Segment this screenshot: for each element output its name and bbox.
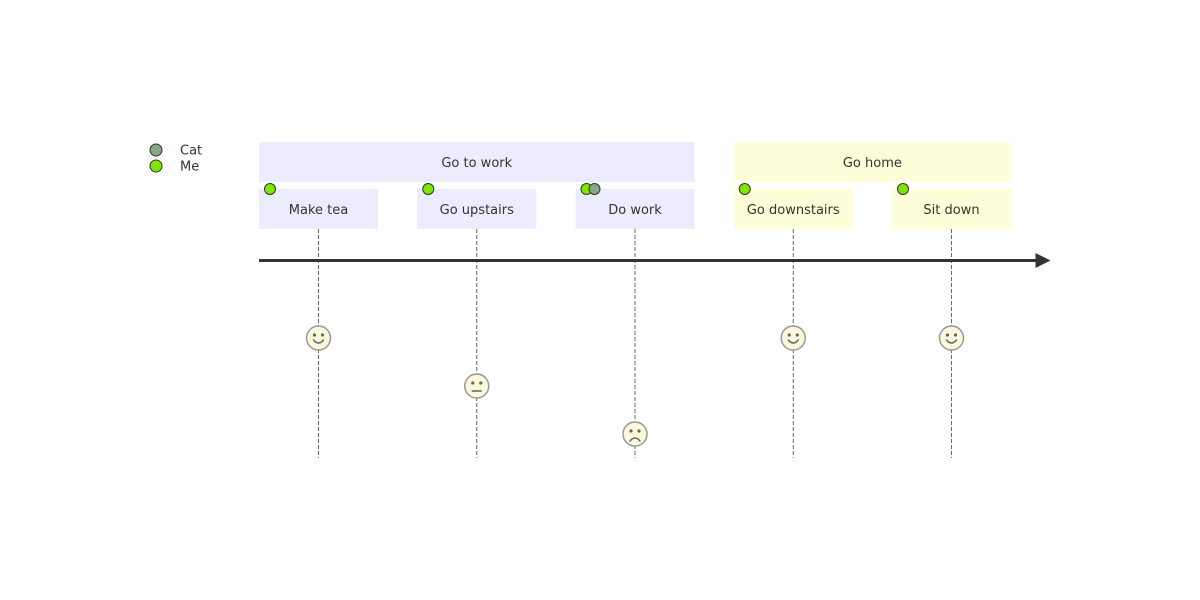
- face-outline: [464, 373, 490, 399]
- section-title: Go to work: [441, 156, 512, 171]
- face-eye: [953, 333, 958, 337]
- section-box: [733, 142, 1011, 182]
- legend-marker-cat: [149, 143, 163, 157]
- task-do-work: Do work: [575, 183, 695, 229]
- sections: Go to work Go home: [259, 142, 1011, 182]
- face-outline: [780, 325, 806, 351]
- face-outline: [622, 421, 648, 447]
- face-mouth: [787, 339, 799, 344]
- task-label: Go upstairs: [440, 203, 514, 218]
- face-eye: [320, 333, 325, 337]
- task-label: Make tea: [289, 203, 348, 218]
- actor-marker-cat: [588, 183, 601, 195]
- task-sit-down: Sit down: [892, 183, 1011, 229]
- tasks: Make tea Go upstairs Do work Go downstairs S…: [259, 183, 1011, 229]
- face-mouth: [629, 437, 641, 442]
- score-faces: [305, 325, 965, 447]
- face-eye: [637, 429, 641, 433]
- face-mouth: [312, 339, 325, 344]
- task-box: [733, 189, 853, 229]
- actor-marker-me: [422, 183, 435, 195]
- face-eye: [479, 381, 483, 385]
- face-eye: [945, 333, 950, 337]
- actor-marker-me: [264, 183, 276, 195]
- section-box: [259, 142, 695, 182]
- actor-marker-me: [738, 183, 751, 195]
- face-outline: [305, 325, 332, 351]
- face-neutral-icon: [464, 373, 490, 399]
- face-eye: [312, 333, 317, 337]
- section-title: Go home: [843, 156, 902, 171]
- face-eye: [629, 429, 633, 433]
- section-go-home: Go home: [733, 142, 1011, 182]
- actor-marker-me: [897, 183, 909, 195]
- face-eye: [795, 333, 799, 337]
- task-box: [259, 189, 378, 229]
- face-mouth: [945, 339, 958, 344]
- legend-label-me: Me: [180, 160, 199, 175]
- face-happy-icon: [305, 325, 332, 351]
- section-go-to-work: Go to work: [259, 142, 695, 182]
- legend-label-cat: Cat: [180, 144, 202, 159]
- face-outline: [938, 325, 965, 351]
- task-box: [417, 189, 537, 229]
- face-eye: [471, 381, 475, 385]
- task-make-tea: Make tea: [259, 183, 378, 229]
- task-label: Go downstairs: [747, 203, 840, 218]
- face-happy-icon: [780, 325, 806, 351]
- task-label: Sit down: [923, 203, 979, 218]
- face-happy-icon: [938, 325, 965, 351]
- face-sad-icon: [622, 421, 648, 447]
- task-go-downstairs: Go downstairs: [733, 183, 853, 229]
- legend-marker-me: [149, 159, 163, 173]
- task-box: [575, 189, 695, 229]
- task-box: [892, 189, 1011, 229]
- task-label: Do work: [608, 203, 662, 218]
- task-go-upstairs: Go upstairs: [417, 183, 537, 229]
- face-eye: [787, 333, 791, 337]
